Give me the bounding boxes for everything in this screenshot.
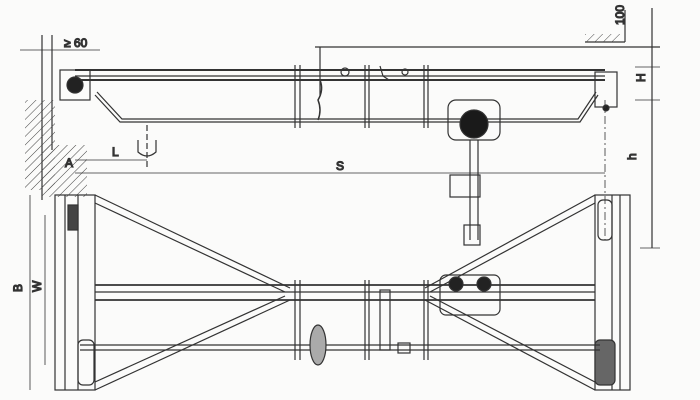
label-wall-clearance: ≥ 60: [64, 36, 88, 50]
ceiling: [315, 8, 660, 248]
label-height-h: h: [625, 153, 639, 160]
main-girder-plan: [80, 274, 600, 366]
label-span-S: S: [336, 159, 344, 173]
wall-left: [25, 35, 87, 200]
end-carriage-right: [594, 194, 631, 391]
label-hook-limit-L: L: [112, 145, 119, 159]
end-carriage-left: [54, 194, 96, 391]
label-height-H: H: [634, 73, 648, 82]
main-girder-elevation: [59, 65, 618, 128]
label-offset-A: A: [65, 156, 73, 170]
label-width-B: B: [11, 284, 25, 292]
hook-limit: [137, 125, 157, 168]
label-ceiling-clearance: 100: [613, 5, 627, 25]
hoist-elevation: [447, 99, 501, 246]
label-wheelbase-W: W: [30, 280, 44, 292]
dimension-lines: [20, 49, 660, 390]
